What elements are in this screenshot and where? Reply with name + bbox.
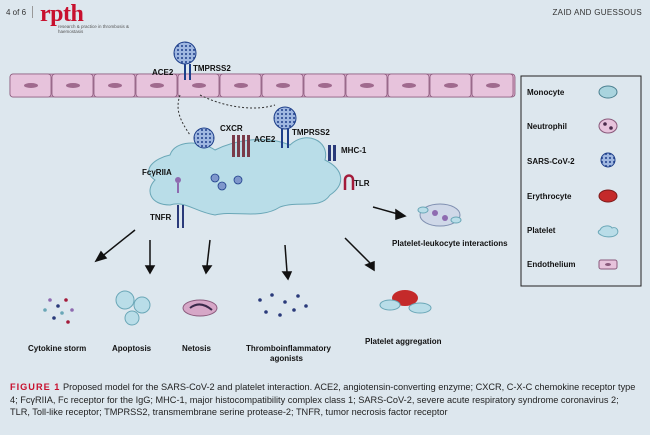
legend-label-erythrocyte: Erythrocyte xyxy=(527,192,572,201)
label-netosis: Netosis xyxy=(182,344,211,353)
platelet-leukocyte-icon xyxy=(417,203,462,227)
tlr-receptor xyxy=(343,174,355,190)
label-platelet-aggregation: Platelet aggregation xyxy=(365,337,442,346)
label-cxcr: CXCR xyxy=(220,124,243,133)
endothelial-nucleus xyxy=(150,83,164,88)
endothelium-layer xyxy=(9,73,516,98)
outcome-arrows xyxy=(94,206,407,281)
platelet-aggregation-icon xyxy=(379,290,432,314)
legend-label-endothelium: Endothelium xyxy=(527,260,575,269)
figure-diagram: ACE2 TMPRSS2 CXCR ACE2 TMPRSS2 xyxy=(9,41,642,363)
label-ace2: ACE2 xyxy=(254,135,276,144)
label-cytokine-storm: Cytokine storm xyxy=(28,344,86,353)
journal-logo: rpth research & practice in thrombosis &… xyxy=(40,2,150,36)
platelet-icon xyxy=(597,225,619,238)
page-number: 4 of 6 xyxy=(6,8,27,17)
figure-caption: FIGURE 1 Proposed model for the SARS-CoV… xyxy=(10,381,640,419)
label-agonists: agonists xyxy=(270,354,303,363)
endothelial-nucleus xyxy=(402,83,416,88)
label-platelet-leukocyte: Platelet-leukocyte interactions xyxy=(392,239,508,248)
monocyte-icon xyxy=(598,85,618,99)
cytokine-storm-icon xyxy=(43,298,74,324)
endothelial-nucleus xyxy=(66,83,80,88)
running-head-authors: ZAID AND GUESSOUS xyxy=(552,8,642,17)
endothelial-nucleus xyxy=(276,83,290,88)
legend-label-monocyte: Monocyte xyxy=(527,88,565,97)
legend-label-neutrophil: Neutrophil xyxy=(527,122,567,131)
caption-label: FIGURE 1 xyxy=(10,382,61,392)
label-ace2-top: ACE2 xyxy=(152,68,174,77)
endothelial-nucleus xyxy=(444,83,458,88)
legend-box: Monocyte Neutrophil SARS-CoV-2 Erythrocy… xyxy=(520,75,642,287)
endothelial-nucleus xyxy=(486,83,500,88)
virus-transfer-arrow xyxy=(199,94,276,109)
fcgr-receptor xyxy=(175,177,181,193)
endothelial-nucleus xyxy=(192,83,206,88)
endothelial-nucleus xyxy=(108,83,122,88)
virus-icon xyxy=(600,152,616,168)
label-thromboinflammatory: Thromboinflammatory xyxy=(246,344,331,353)
virus-icon xyxy=(273,106,297,130)
netosis-icon xyxy=(182,299,218,317)
caption-text: Proposed model for the SARS-CoV-2 and pl… xyxy=(10,382,636,417)
legend-label-platelet: Platelet xyxy=(527,226,556,235)
label-tlr: TLR xyxy=(354,179,370,188)
virus-icon xyxy=(193,127,215,149)
apoptosis-icon xyxy=(115,290,151,326)
tnfr-receptor xyxy=(177,205,184,228)
virus-icon xyxy=(173,41,197,65)
label-tmprss2-top: TMPRSS2 xyxy=(193,64,231,73)
header-divider xyxy=(32,6,33,18)
endothelial-nucleus xyxy=(318,83,332,88)
label-fcgr: FcγRIIA xyxy=(142,168,172,177)
logo-subtitle: research & practice in thrombosis & haem… xyxy=(58,24,130,34)
endothelial-nucleus xyxy=(234,83,248,88)
legend-label-sars-cov-2: SARS-CoV-2 xyxy=(527,157,575,166)
virus-entry-arrow xyxy=(177,94,191,136)
neutrophil-icon xyxy=(598,118,618,134)
logo-text: rpth xyxy=(40,1,84,27)
label-mhc1: MHC-1 xyxy=(341,146,367,155)
label-apoptosis: Apoptosis xyxy=(112,344,152,353)
mhc1-receptor xyxy=(328,145,336,161)
label-tmprss2: TMPRSS2 xyxy=(292,128,330,137)
endothelial-nucleus xyxy=(360,83,374,88)
thromboinflammatory-agonists-icon xyxy=(258,293,308,317)
endothelial-nucleus xyxy=(24,83,38,88)
erythrocyte-icon xyxy=(598,189,618,203)
cxcr-receptor xyxy=(232,135,250,157)
label-tnfr: TNFR xyxy=(150,213,172,222)
endothelium-icon xyxy=(598,259,618,270)
platelet-cell xyxy=(148,137,342,216)
